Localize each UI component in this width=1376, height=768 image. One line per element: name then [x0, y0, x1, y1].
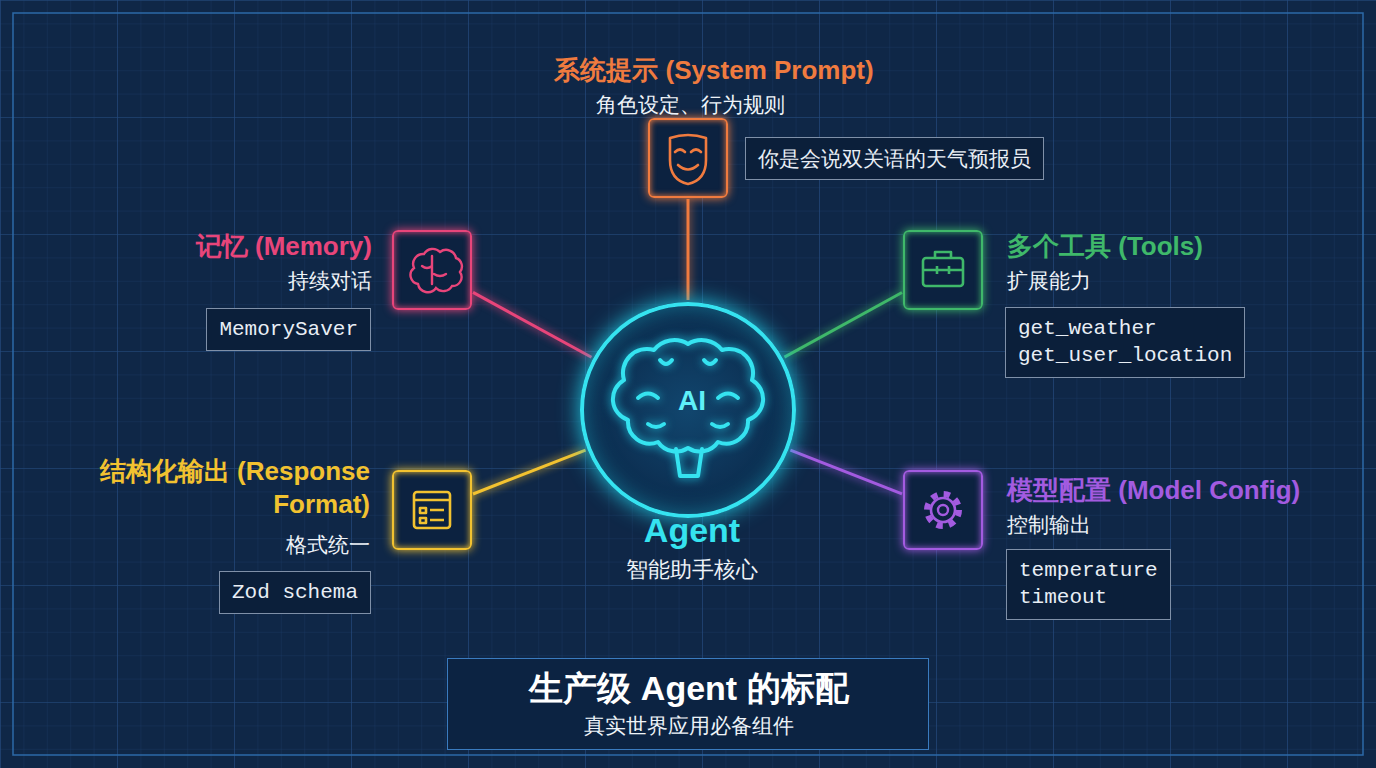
subtitle: 扩展能力: [1007, 268, 1091, 294]
core-subtitle: 智能助手核心: [626, 556, 758, 584]
form-icon: [414, 492, 450, 528]
icon-fill: [392, 230, 472, 310]
code-text: MemorySaver: [219, 316, 358, 343]
connector: [784, 293, 902, 358]
connector: [790, 450, 902, 494]
code-text: temperature timeout: [1019, 557, 1158, 612]
core-brain-outline: [613, 340, 763, 451]
icon-fill: [392, 470, 472, 550]
code-text: Zod schema: [232, 579, 358, 606]
mask-outline: [670, 135, 706, 184]
connector: [687, 199, 690, 300]
code-box: 你是会说双关语的天气预报员: [745, 137, 1044, 180]
icon-box: 多个工具 (Tools)扩展能力: [903, 230, 983, 310]
subtitle: 格式统一: [286, 532, 370, 558]
core-title: Agent: [644, 509, 740, 552]
toolbox-icon: [923, 252, 963, 286]
toolbox-band: [923, 266, 963, 274]
toolbox-body: [923, 258, 963, 286]
mask-smile: [678, 165, 698, 170]
gear-teeth: [927, 494, 959, 526]
code-text: 你是会说双关语的天气预报员: [758, 145, 1031, 172]
toolbox-handle: [935, 252, 951, 258]
core-fill: [582, 304, 794, 516]
connector: [473, 292, 591, 357]
code-box: get_weather get_user_location: [1005, 307, 1245, 378]
summary-panel: 生产级 Agent 的标配真实世界应用必备组件: [447, 658, 929, 750]
frame: [13, 13, 1363, 755]
brain-folds: [422, 256, 446, 284]
form-window: [414, 492, 450, 528]
icon-box: 系统提示 (System Prompt)角色设定、行为规则: [648, 118, 728, 198]
mask-icon: [670, 135, 706, 184]
subtitle: 持续对话: [288, 268, 372, 294]
mask-eyes: [675, 150, 701, 153]
icon-fill: [903, 230, 983, 310]
summary-subtitle: 真实世界应用必备组件: [584, 713, 794, 739]
brain-icon: [410, 249, 461, 292]
icon-box: 结构化输出 (Response Format)格式统一: [392, 470, 472, 550]
gear-icon: [927, 494, 959, 526]
connector: [473, 450, 586, 494]
form-rows: [420, 508, 444, 523]
core-mark: AI: [678, 383, 706, 418]
code-box: MemorySaver: [206, 308, 371, 351]
code-box: temperature timeout: [1006, 549, 1171, 620]
icon-fill: [903, 470, 983, 550]
heading: 模型配置 (Model Config): [1007, 474, 1300, 507]
gear-hub: [938, 505, 948, 515]
brain-outline: [410, 249, 461, 292]
subtitle: 角色设定、行为规则: [596, 92, 785, 118]
heading: 多个工具 (Tools): [1007, 230, 1203, 263]
heading: 系统提示 (System Prompt): [554, 54, 873, 87]
gear-rim: [931, 498, 955, 522]
core-brain-icon: [613, 340, 763, 476]
code-box: Zod schema: [219, 571, 371, 614]
heading: 结构化输出 (Response Format): [80, 455, 370, 520]
subtitle: 控制输出: [1007, 512, 1091, 538]
code-text: get_weather get_user_location: [1018, 315, 1232, 370]
icon-box: 记忆 (Memory)持续对话: [392, 230, 472, 310]
core-brain-stem: [676, 449, 702, 476]
form-bar: [414, 499, 450, 502]
icon-fill: [648, 118, 728, 198]
summary-title: 生产级 Agent 的标配: [529, 667, 848, 710]
agent-core: AIAgent智能助手核心: [580, 302, 796, 518]
heading: 记忆 (Memory): [196, 230, 372, 263]
core-brain-folds: [638, 360, 738, 427]
icon-box: 模型配置 (Model Config)控制输出: [903, 470, 983, 550]
